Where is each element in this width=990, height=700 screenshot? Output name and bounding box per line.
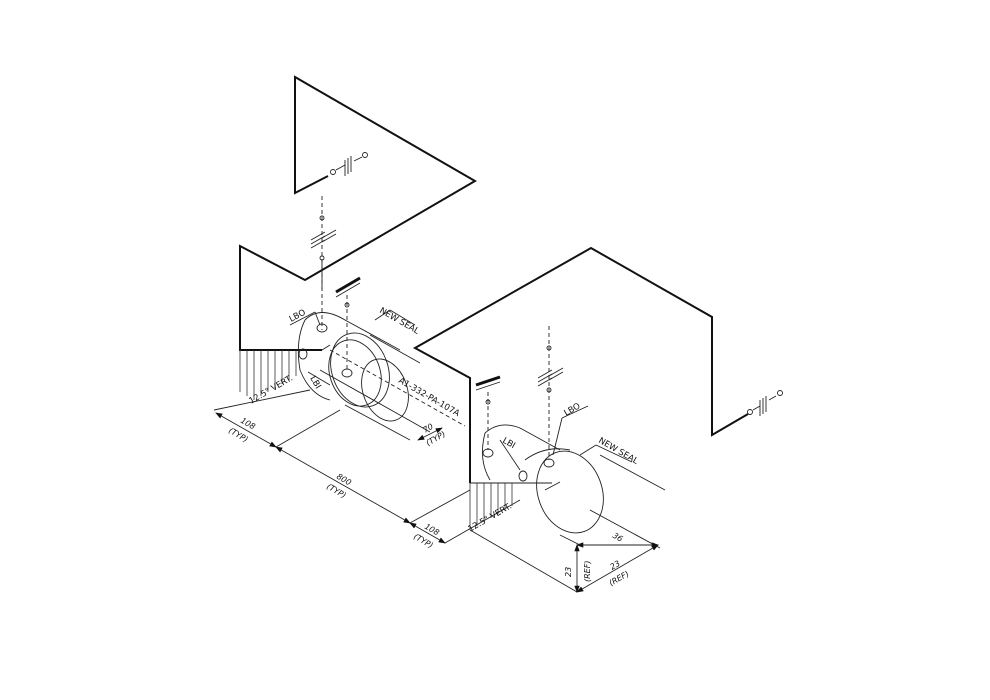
label-line-number: A1-332-PA-107A <box>397 376 462 419</box>
dim-108-left: 108 <box>239 416 257 431</box>
label-lbo-left: LBO <box>288 308 308 325</box>
dim-108-left-typ: (TYP) <box>227 426 250 444</box>
dimension-offset <box>469 529 659 593</box>
label-lbi-left: LBI <box>307 375 322 391</box>
label-lbo-right: LBO <box>563 401 583 418</box>
label-lbi-right: LBI <box>501 436 517 451</box>
branch-left <box>310 196 337 333</box>
valve-symbol-top <box>330 152 368 176</box>
hatch-right <box>469 483 513 530</box>
label-vert-right: 12.5" VERT. <box>467 501 514 534</box>
label-new-seal-right: NEW SEAL <box>597 436 640 467</box>
branch-seal-1 <box>335 276 361 378</box>
dimension-chain <box>213 389 521 544</box>
branch-seal-2 <box>475 375 501 458</box>
dim-23-vert: 23 <box>564 567 573 577</box>
dim-23-vert-ref: (REF) <box>583 561 592 582</box>
label-new-seal-left: NEW SEAL <box>378 306 421 337</box>
dim-23-diag: 23 <box>609 559 622 572</box>
seal-cylinder-left <box>297 312 466 441</box>
pipe-run-right <box>412 246 749 483</box>
hatch-left <box>239 350 297 400</box>
seal-cylinder-right <box>470 424 666 549</box>
valve-symbol-right <box>747 390 783 416</box>
branch-right <box>537 326 564 468</box>
dim-36: 36 <box>611 531 624 544</box>
dim-70: 70 <box>422 422 435 435</box>
leaders-right <box>499 405 633 471</box>
leaders-left <box>289 309 416 386</box>
pipe-run-top <box>239 75 477 351</box>
